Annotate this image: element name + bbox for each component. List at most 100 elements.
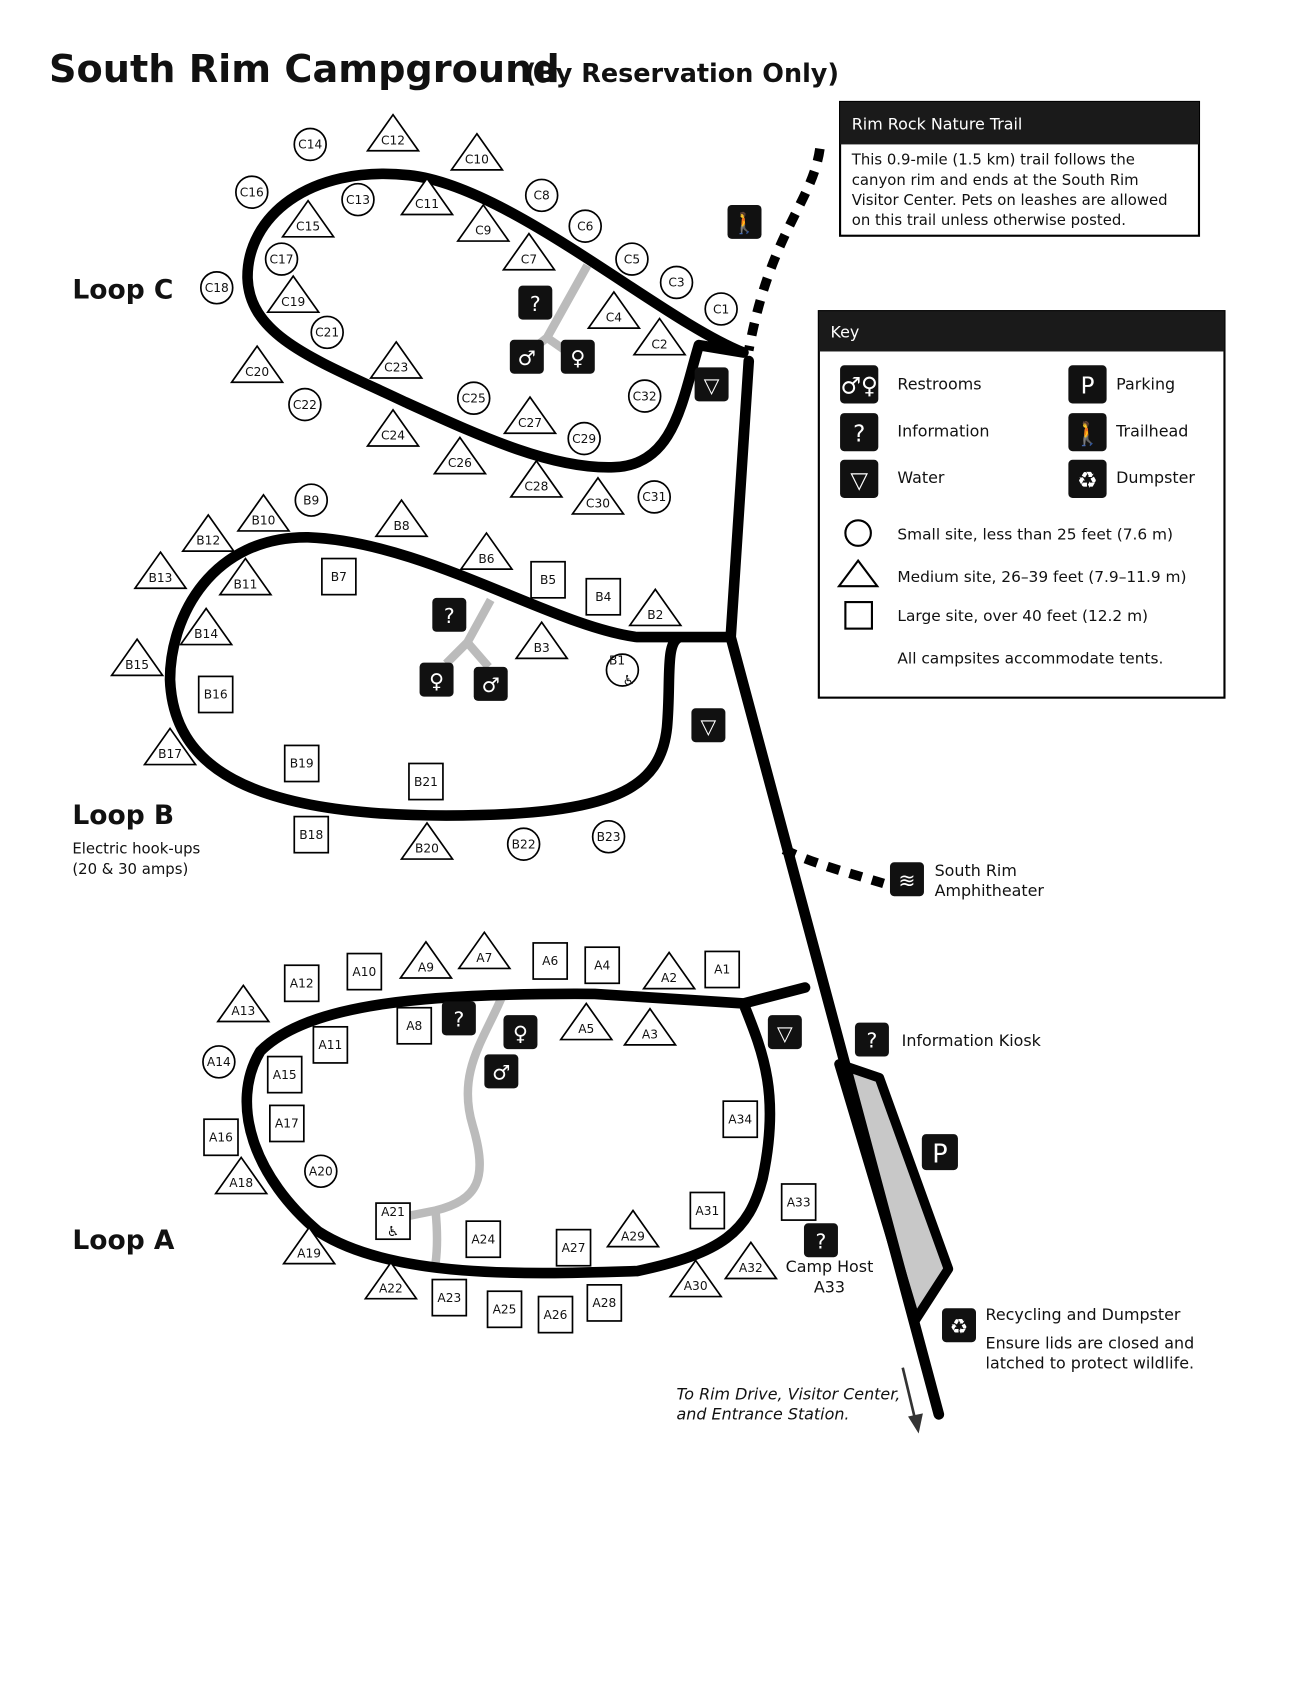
campsite-c4[interactable]: C4 [586, 290, 642, 329]
campsite-b3[interactable]: B3 [514, 620, 569, 660]
campsite-c13[interactable]: C13 [341, 182, 375, 217]
campsite-label: A31 [695, 1204, 719, 1218]
campsite-a24[interactable]: A24 [465, 1220, 502, 1259]
campsite-c5[interactable]: C5 [615, 242, 649, 276]
campsite-a21[interactable]: ♿A21 [375, 1202, 411, 1241]
campsite-b7[interactable]: B7 [321, 557, 357, 596]
campsite-b14[interactable]: B14 [179, 606, 234, 646]
campsite-c8[interactable]: C8 [524, 178, 559, 213]
nature-trail [744, 147, 886, 889]
water-icon: ▽ [694, 367, 729, 402]
campsite-c26[interactable]: C26 [432, 436, 488, 475]
campsite-a26[interactable]: A26 [537, 1295, 574, 1334]
campsite-a23[interactable]: A23 [431, 1278, 468, 1317]
campsite-c29[interactable]: C29 [567, 421, 601, 456]
campsite-b8[interactable]: B8 [374, 498, 429, 538]
campsite-c24[interactable]: C24 [365, 408, 421, 447]
campsite-b2[interactable]: B2 [628, 587, 683, 627]
campsite-a29[interactable]: A29 [605, 1209, 661, 1248]
campsite-b15[interactable]: B15 [109, 637, 165, 677]
campsite-a3[interactable]: A3 [622, 1007, 678, 1046]
campsite-b4[interactable]: B4 [585, 577, 622, 616]
campsite-a12[interactable]: A12 [283, 964, 320, 1003]
campsite-b16[interactable]: B16 [197, 675, 234, 714]
campsite-c17[interactable]: C17 [264, 242, 299, 276]
campsite-b22[interactable]: B22 [506, 827, 541, 861]
campsite-a1[interactable]: A1 [704, 950, 741, 989]
campsite-b1[interactable]: ♿B1 [605, 653, 640, 689]
campsite-b23[interactable]: B23 [591, 819, 626, 854]
campsite-b20[interactable]: B20 [399, 821, 455, 860]
campsite-b10[interactable]: B10 [236, 493, 291, 532]
campsite-a18[interactable]: A18 [214, 1155, 269, 1195]
campsite-a31[interactable]: A31 [689, 1191, 726, 1230]
campsite-label: C29 [572, 432, 596, 446]
campsite-c23[interactable]: C23 [369, 340, 424, 379]
medium-site-marker [218, 557, 273, 596]
campsite-a4[interactable]: A4 [584, 946, 621, 985]
campsite-c28[interactable]: C28 [509, 459, 564, 498]
campsite-a20[interactable]: A20 [304, 1154, 338, 1189]
information-icon: ? [518, 285, 553, 320]
campsite-c9[interactable]: C9 [456, 203, 511, 242]
campsite-a32[interactable]: A32 [723, 1240, 779, 1280]
campsite-b21[interactable]: B21 [408, 762, 444, 801]
campsite-c11[interactable]: C11 [399, 176, 455, 216]
campsite-a15[interactable]: A15 [266, 1055, 303, 1094]
campsite-c7[interactable]: C7 [501, 232, 557, 271]
campsite-c22[interactable]: C22 [288, 387, 322, 422]
campsite-a5[interactable]: A5 [559, 1001, 614, 1041]
campsite-a10[interactable]: A10 [346, 952, 383, 991]
campsite-b6[interactable]: B6 [459, 531, 514, 571]
campsite-a14[interactable]: A14 [202, 1045, 236, 1079]
campsite-c3[interactable]: C3 [659, 265, 694, 300]
campsite-a28[interactable]: A28 [586, 1284, 623, 1322]
key-restrooms-icon: ♂♀ [840, 365, 879, 404]
campsite-a27[interactable]: A27 [555, 1228, 592, 1267]
campsite-b13[interactable]: B13 [133, 550, 188, 590]
campsite-a33[interactable]: A33 [780, 1183, 817, 1221]
campsite-b19[interactable]: B19 [283, 744, 320, 783]
campsite-c14[interactable]: C14 [293, 127, 327, 162]
campsite-a17[interactable]: A17 [269, 1104, 305, 1143]
campsite-a30[interactable]: A30 [668, 1258, 723, 1298]
large-site-marker [266, 1055, 303, 1094]
campsite-c31[interactable]: C31 [637, 480, 672, 514]
campsite-label: C1 [713, 302, 729, 316]
campsite-c20[interactable]: C20 [229, 344, 285, 384]
campsite-c25[interactable]: C25 [456, 381, 491, 415]
campsite-b11[interactable]: B11 [218, 557, 273, 596]
campsite-a9[interactable]: A9 [398, 940, 454, 979]
campsite-c10[interactable]: C10 [449, 132, 505, 171]
campsite-a13[interactable]: A13 [216, 983, 271, 1023]
campsite-a16[interactable]: A16 [203, 1118, 239, 1157]
campsite-c12[interactable]: C12 [365, 113, 421, 152]
campsite-a2[interactable]: A2 [641, 951, 697, 990]
campsite-a6[interactable]: A6 [532, 942, 569, 980]
campsite-a11[interactable]: A11 [312, 1025, 349, 1064]
campsite-c15[interactable]: C15 [280, 199, 336, 238]
large-site-marker [704, 950, 741, 989]
campsite-b17[interactable]: B17 [142, 726, 198, 766]
campsite-b5[interactable]: B5 [530, 560, 566, 599]
campsite-c1[interactable]: C1 [704, 292, 738, 326]
campsite-a22[interactable]: A22 [363, 1261, 419, 1300]
campsite-c16[interactable]: C16 [235, 175, 269, 209]
campsite-c6[interactable]: C6 [568, 209, 603, 243]
campsite-c27[interactable]: C27 [502, 395, 558, 435]
campsite-c18[interactable]: C18 [199, 270, 234, 305]
campsite-b12[interactable]: B12 [181, 513, 236, 552]
campsite-a7[interactable]: A7 [457, 930, 512, 970]
campsite-a25[interactable]: A25 [486, 1290, 523, 1329]
campsite-a19[interactable]: A19 [282, 1226, 337, 1265]
campsite-c21[interactable]: C21 [310, 315, 344, 350]
campsite-c2[interactable]: C2 [632, 317, 687, 356]
campsite-a34[interactable]: A34 [722, 1100, 759, 1139]
campsite-a8[interactable]: A8 [396, 1006, 433, 1045]
campsite-c30[interactable]: C30 [570, 476, 626, 515]
campsite-b18[interactable]: B18 [293, 815, 330, 854]
campsite-b9[interactable]: B9 [294, 483, 329, 517]
campsite-label: B21 [414, 775, 438, 789]
campsite-c19[interactable]: C19 [266, 274, 321, 314]
campsite-c32[interactable]: C32 [627, 379, 662, 413]
